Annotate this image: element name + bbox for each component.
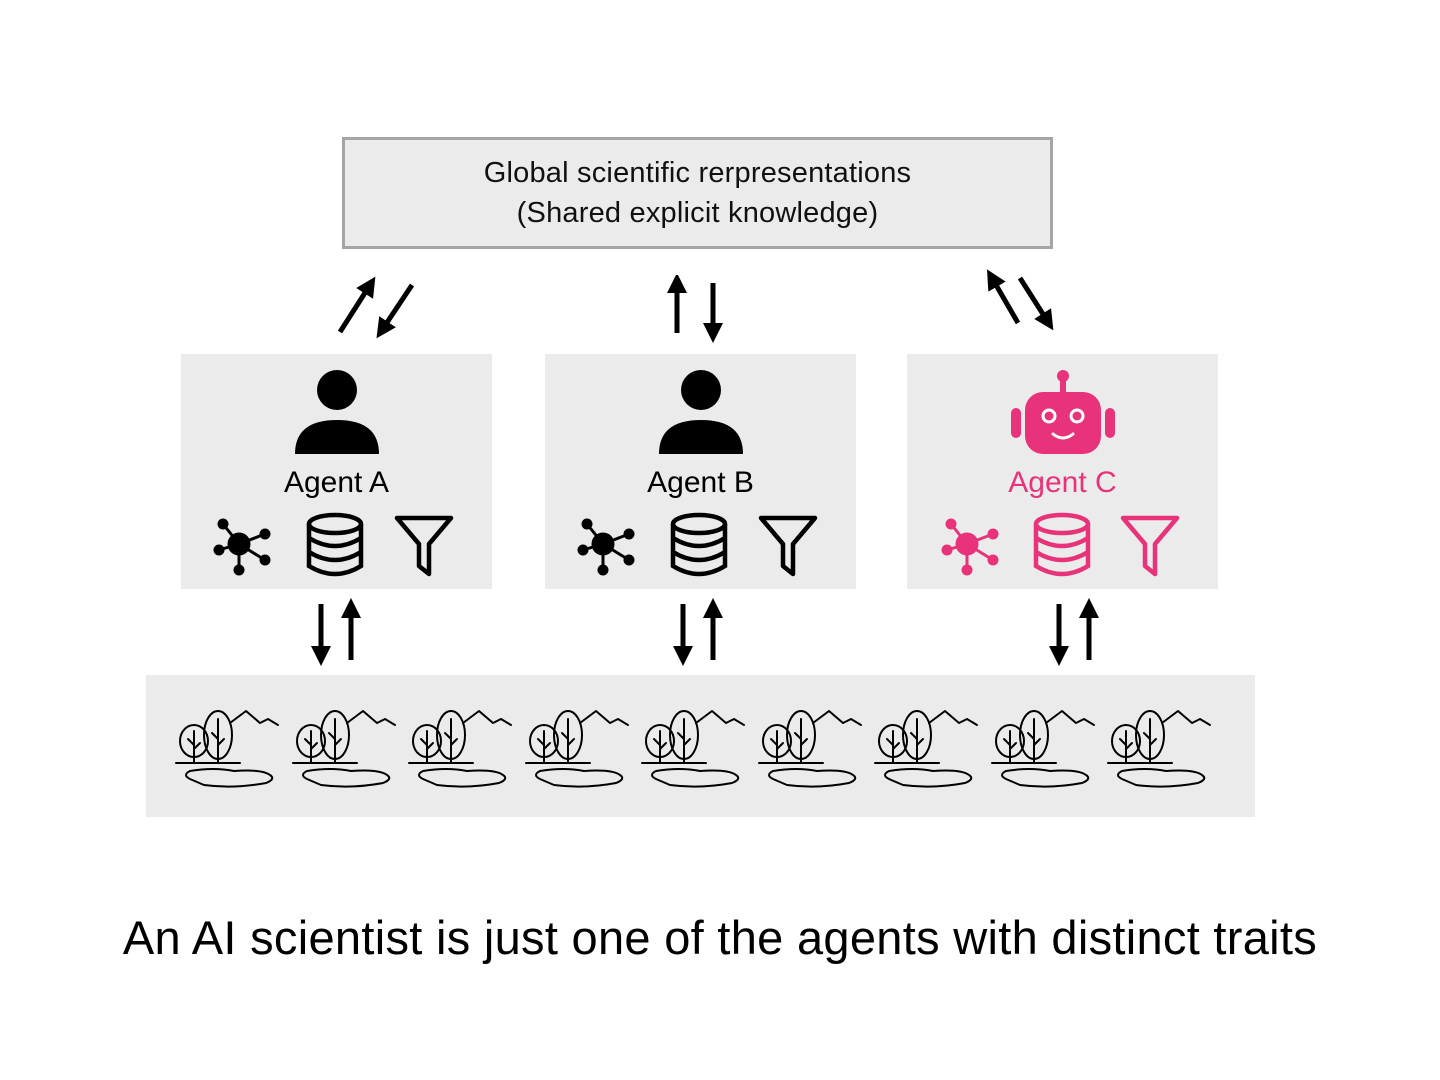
caption: An AI scientist is just one of the agent… [122, 911, 1318, 964]
arrows-b-env [673, 598, 723, 666]
arrows-c-env [1049, 598, 1099, 666]
robot-icon [907, 368, 1218, 458]
landscape-icon [757, 705, 867, 800]
filter-icon [394, 515, 454, 577]
database-icon [306, 512, 364, 577]
database-icon [1033, 512, 1091, 577]
landscape-icon [524, 705, 634, 800]
network-icon [577, 518, 635, 576]
shared-knowledge-box: Global scientific rerpresentations (Shar… [342, 137, 1053, 249]
filter-icon [758, 515, 818, 577]
arrows-a-env [311, 598, 361, 666]
person-icon [181, 368, 492, 458]
landscape-icon [990, 705, 1100, 800]
network-icon [213, 518, 271, 576]
person-icon [545, 368, 856, 458]
agent-b-label: Agent B [647, 466, 754, 499]
agent-a-label: Agent A [283, 466, 390, 499]
agent-a-card: Agent A [181, 354, 492, 589]
landscape-icon [291, 705, 401, 800]
arrows-c-top [986, 269, 1054, 331]
landscape-icon [640, 705, 750, 800]
agent-c-label: Agent C [1008, 466, 1117, 499]
landscape-icon [1106, 705, 1216, 800]
landscape-icon [873, 705, 983, 800]
arrows-b-top [667, 275, 723, 343]
environment-panel [146, 675, 1255, 817]
filter-icon [1120, 515, 1180, 577]
shared-knowledge-title: Global scientific rerpresentations [483, 157, 912, 189]
database-icon [670, 512, 728, 577]
network-icon [941, 518, 999, 576]
agent-c-card: Agent C [907, 354, 1218, 589]
landscape-icon [174, 705, 284, 800]
agent-b-card: Agent B [545, 354, 856, 589]
shared-knowledge-subtitle: (Shared explicit knowledge) [516, 197, 879, 229]
landscape-icon [407, 705, 517, 800]
arrows-a-top [337, 276, 415, 339]
